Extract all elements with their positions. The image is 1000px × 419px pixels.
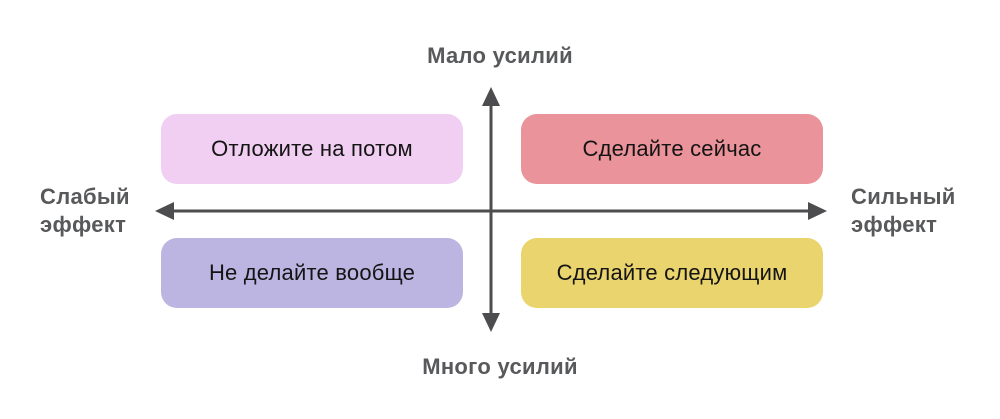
axis-label-weak-effect-line2: эффект	[40, 212, 127, 237]
quadrant-do-now: Сделайте сейчас	[521, 114, 823, 184]
quadrant-do-now-label: Сделайте сейчас	[582, 136, 762, 161]
quadrant-postpone-label: Отложите на потом	[211, 136, 413, 161]
axis-label-weak-effect-line1: Слабый	[40, 184, 130, 209]
quadrant-dont-do-label: Не делайте вообще	[208, 260, 416, 285]
quadrant-do-next-label: Сделайте следующим	[556, 260, 788, 285]
axis-label-low-effort: Мало усилий	[0, 42, 1000, 70]
axis-label-high-effort: Много усилий	[0, 353, 1000, 381]
axis-label-strong-effect-line2: эффект	[851, 212, 938, 237]
down-arrowhead-icon	[482, 313, 500, 332]
up-arrowhead-icon	[482, 87, 500, 106]
axis-label-strong-effect: Сильный эффект	[851, 183, 956, 239]
right-arrowhead-icon	[808, 202, 827, 220]
axis-label-strong-effect-line1: Сильный	[851, 184, 956, 209]
left-arrowhead-icon	[155, 202, 174, 220]
quadrant-postpone: Отложите на потом	[161, 114, 463, 184]
axis-label-weak-effect: Слабый эффект	[40, 183, 130, 239]
quadrant-do-next: Сделайте следующим	[521, 238, 823, 308]
quadrant-dont-do: Не делайте вообще	[161, 238, 463, 308]
axis-label-high-effort-text: Много усилий	[422, 354, 578, 379]
axis-label-low-effort-text: Мало усилий	[427, 43, 573, 68]
